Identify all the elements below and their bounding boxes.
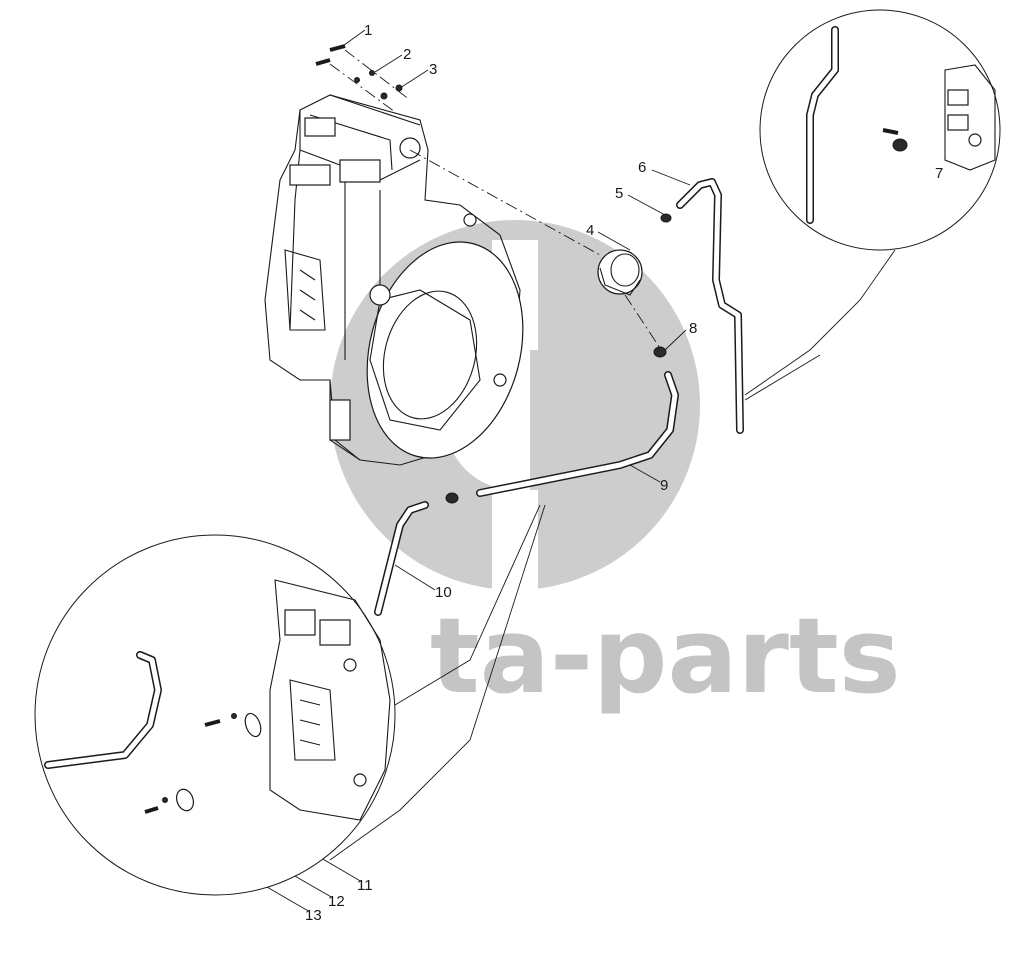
callout-6: 6	[638, 159, 646, 176]
flywheel-housing	[366, 241, 524, 459]
hose-clamp-8	[653, 346, 667, 358]
watermark-text: ta-parts	[430, 595, 901, 717]
callout-1: 1	[364, 22, 372, 39]
callout-8: 8	[689, 320, 697, 337]
engine-block	[264, 94, 524, 466]
engine-cap	[304, 117, 336, 137]
callout-13: 13	[305, 907, 322, 924]
oil-filler-port	[399, 137, 421, 159]
callout-3: 3	[429, 61, 437, 78]
lower-hose-assembly	[374, 346, 679, 616]
detail-circle-top	[759, 9, 1001, 251]
callout-7: 7	[935, 165, 943, 182]
detail-view-bottom-left	[34, 504, 546, 896]
bracket-11	[175, 788, 195, 812]
callout-5: 5	[615, 185, 623, 202]
bolt-group-top	[315, 44, 411, 113]
clip-upper	[244, 712, 262, 738]
callout-2: 2	[403, 46, 411, 63]
hose-clamp-5	[660, 213, 672, 223]
callout-labels: 1 2 3 4 5 6 7 8 9 10 11 12 13	[305, 22, 943, 924]
callout-4: 4	[586, 222, 594, 239]
callout-10: 10	[435, 584, 452, 601]
breather-assembly	[597, 178, 744, 434]
detail-view-top-right	[744, 9, 1001, 401]
fitting-7	[892, 138, 908, 152]
detail-circle-bottom	[34, 534, 396, 896]
breather-housing	[597, 249, 643, 295]
callout-9: 9	[660, 477, 668, 494]
callout-11: 11	[357, 877, 373, 894]
callout-12: 12	[328, 893, 345, 910]
